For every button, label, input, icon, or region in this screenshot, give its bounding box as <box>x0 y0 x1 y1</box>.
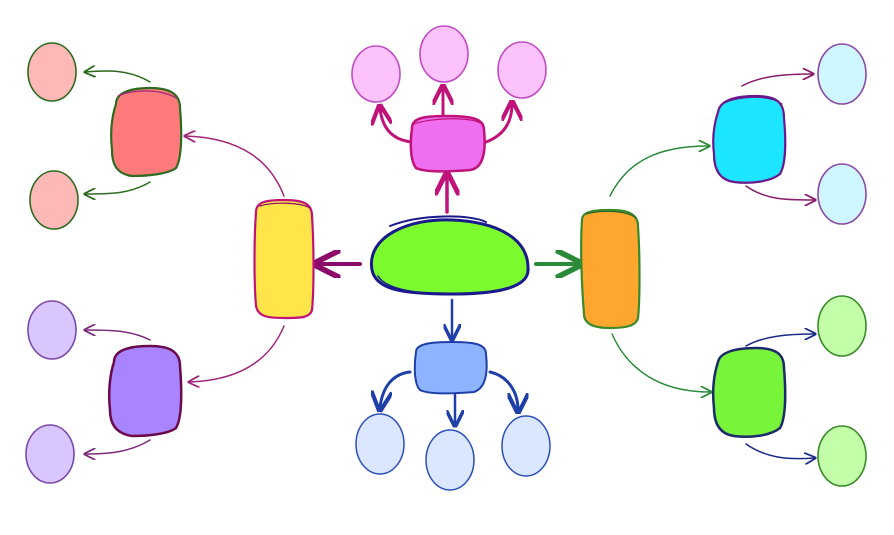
left-lower-leaf-2 <box>25 424 75 484</box>
left-lower-leaves <box>25 300 77 484</box>
right-lower-leaf-1 <box>817 295 867 357</box>
arrow-right-to-lower <box>611 333 710 392</box>
top-leaves <box>351 25 547 103</box>
right-upper-leaf-2 <box>817 163 867 225</box>
bottom-node <box>413 341 488 395</box>
connectors <box>86 71 814 459</box>
top-leaf-2 <box>419 25 469 83</box>
arrow-right-to-upper <box>609 146 708 197</box>
right-node <box>580 208 641 330</box>
left-lower-node <box>107 344 183 438</box>
arrow-right-lower-to-leaf-1 <box>745 334 814 347</box>
left-lower-leaf-1 <box>27 300 77 360</box>
top-node <box>409 114 486 173</box>
arrow-right-lower-to-leaf-2 <box>745 443 814 459</box>
bottom-leaf-3 <box>501 415 551 477</box>
top-leaf-1 <box>351 45 401 103</box>
left-upper-leaf-2 <box>29 170 79 230</box>
arrow-left-to-lower <box>190 325 285 382</box>
bottom-leaf-1 <box>355 413 405 475</box>
arrow-left-upper-to-leaf-1 <box>86 71 151 83</box>
left-upper-leaves <box>27 42 79 230</box>
left-upper-node <box>110 86 183 178</box>
left-node <box>253 198 315 320</box>
arrow-left-upper-to-leaf-2 <box>86 181 151 194</box>
arrow-left-lower-to-leaf-2 <box>86 439 151 454</box>
right-lower-node <box>711 346 787 438</box>
arrow-bottom-to-leaf-3 <box>488 370 518 410</box>
right-lower-leaves <box>817 295 867 487</box>
arrow-right-upper-to-leaf-2 <box>745 185 814 200</box>
arrow-right-upper-to-leaf-1 <box>741 74 812 87</box>
arrow-left-lower-to-leaf-1 <box>86 330 151 341</box>
bottom-leaves <box>355 413 551 491</box>
arrow-left-to-upper <box>186 136 285 197</box>
right-upper-node <box>712 94 787 184</box>
center-node <box>370 215 530 296</box>
arrow-top-to-leaf-3 <box>484 104 512 144</box>
left-upper-leaf-1 <box>27 42 77 102</box>
arrow-top-to-leaf-1 <box>380 108 414 144</box>
top-leaf-3 <box>497 41 547 99</box>
arrow-bottom-to-leaf-1 <box>380 370 412 408</box>
right-upper-leaf-1 <box>817 43 867 105</box>
right-lower-leaf-2 <box>817 425 867 487</box>
bottom-leaf-2 <box>425 429 475 491</box>
right-upper-leaves <box>817 43 867 225</box>
